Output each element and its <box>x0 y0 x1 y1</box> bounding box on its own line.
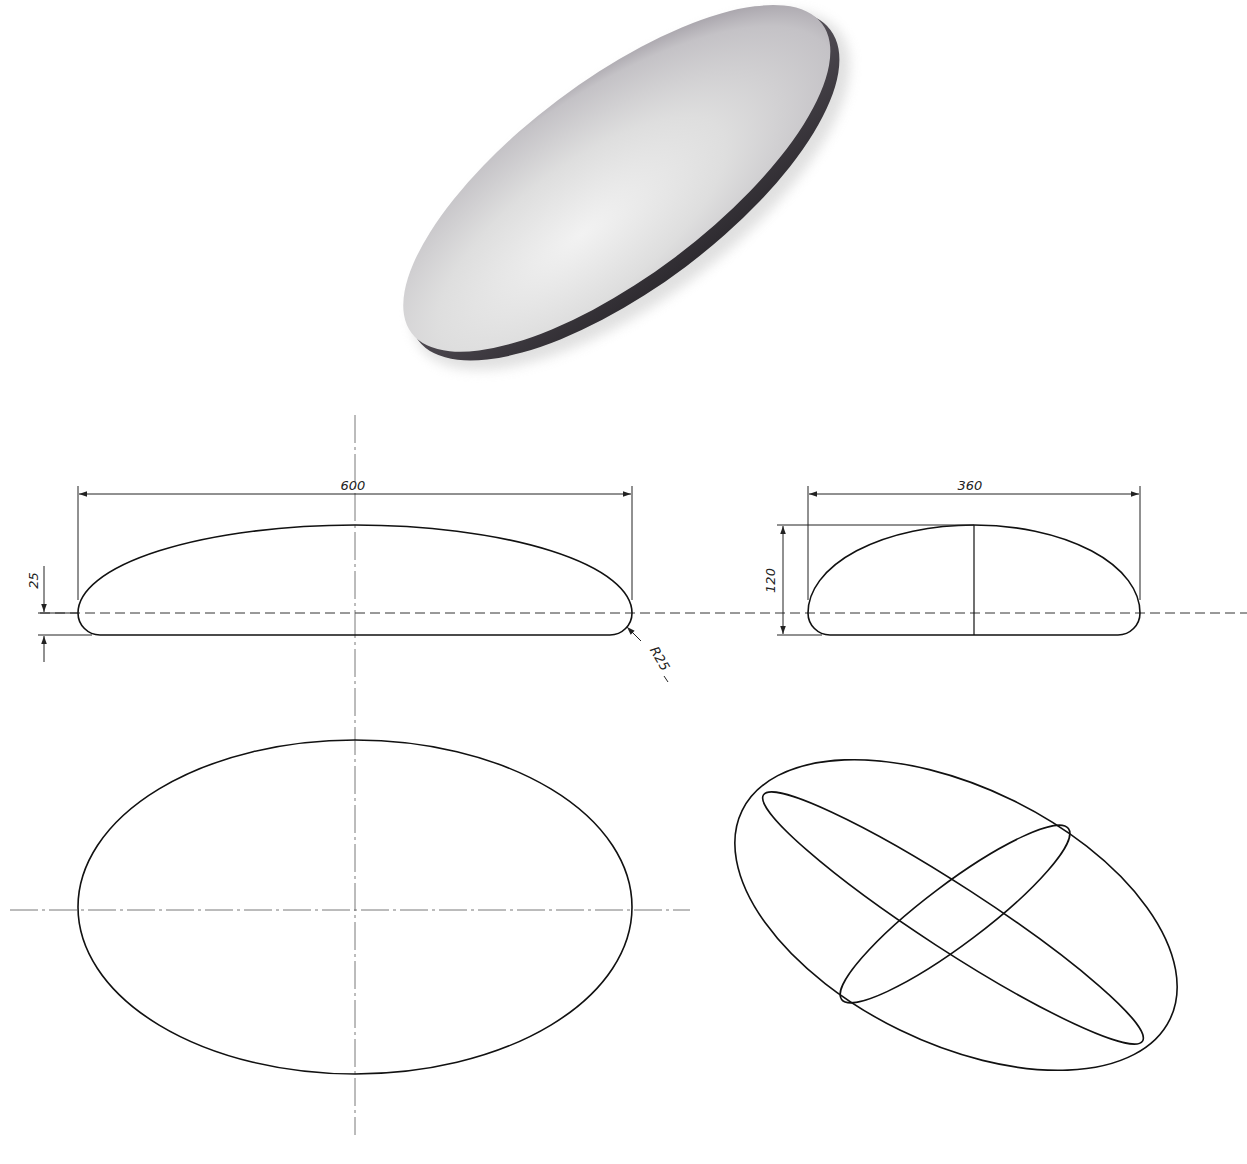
dimension-text: 25 <box>25 572 40 589</box>
dimension-120 <box>777 525 974 635</box>
center-line <box>10 910 690 911</box>
front-view <box>78 525 632 635</box>
dimension-360 <box>808 486 1140 600</box>
center-line <box>355 415 356 1135</box>
dimension-text: R25 <box>647 643 673 673</box>
rendered-view <box>352 0 905 434</box>
dimension-25 <box>38 566 92 662</box>
dimension-text: 120 <box>762 568 777 593</box>
section-line <box>973 525 974 635</box>
dimension-text: 600 <box>341 478 366 493</box>
dimension-text: 360 <box>958 478 983 493</box>
top-view <box>78 740 632 1074</box>
dimension-600 <box>78 486 632 600</box>
side-view <box>808 525 1140 635</box>
datum-line <box>40 613 1247 614</box>
isometric-view <box>686 696 1226 1135</box>
